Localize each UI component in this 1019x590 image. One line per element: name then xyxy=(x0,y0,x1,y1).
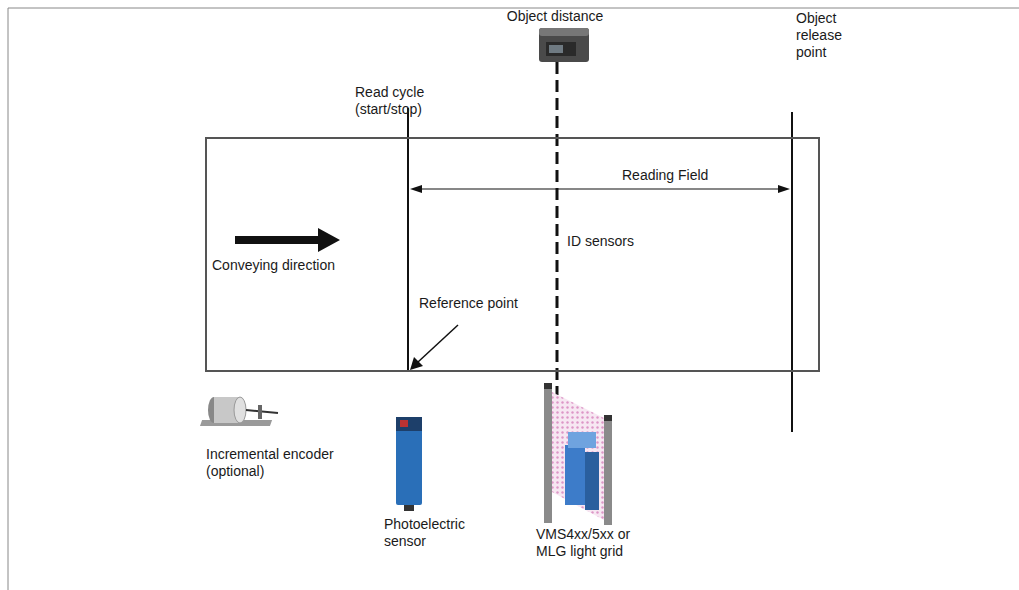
part-label: Read cycle (start/stop) xyxy=(355,84,455,118)
drawing-part xyxy=(565,445,585,505)
reference-arrow xyxy=(410,325,458,370)
read-cycle-line xyxy=(407,108,409,372)
drawing-part xyxy=(604,415,612,421)
drawing-part xyxy=(234,397,246,423)
drawing-part xyxy=(778,185,790,193)
part-label: Object release point xyxy=(796,10,866,61)
drawing-part xyxy=(404,505,414,511)
area-label: ID sensors xyxy=(567,233,677,250)
camera-icon xyxy=(539,28,589,62)
reading-field-arrow xyxy=(410,185,790,193)
drawing-part xyxy=(539,28,589,36)
drawing-part xyxy=(544,383,552,523)
drawing-part xyxy=(549,45,563,53)
part-label: Incremental encoder (optional) xyxy=(206,446,356,480)
drawing-part xyxy=(544,383,552,389)
drawing-part xyxy=(539,28,589,62)
part-label: Photoelectric sensor xyxy=(384,516,484,550)
part-label: Object distance xyxy=(480,8,630,25)
area-label: Reading Field xyxy=(622,167,742,184)
frame-line xyxy=(8,8,9,590)
light-grid-icon xyxy=(544,383,612,525)
drawing-part xyxy=(585,452,599,510)
object-distance-line xyxy=(556,62,559,395)
drawing-part xyxy=(418,325,458,362)
area-label: Conveying direction xyxy=(212,257,372,274)
encoder-icon xyxy=(200,397,278,426)
drawing-part xyxy=(258,405,262,419)
drawing-part xyxy=(420,188,780,189)
drawing-part xyxy=(546,42,576,56)
conveying-arrow xyxy=(235,228,340,252)
drawing-part xyxy=(400,420,408,427)
drawing-part xyxy=(396,417,422,505)
release-line xyxy=(791,112,793,432)
drawing-part xyxy=(396,417,422,431)
drawing-part xyxy=(410,185,422,193)
conveyor-area: Reading Field ID sensorsConveying directi… xyxy=(205,137,820,372)
part-label: VMS4xx/5xx or MLG light grid xyxy=(536,526,646,560)
drawing-part xyxy=(410,357,423,370)
photoelectric-sensor-icon xyxy=(396,417,422,511)
drawing-part xyxy=(568,432,596,448)
drawing-part xyxy=(604,415,612,525)
area-label: Reference point xyxy=(419,295,549,312)
drawing-part xyxy=(552,392,604,520)
